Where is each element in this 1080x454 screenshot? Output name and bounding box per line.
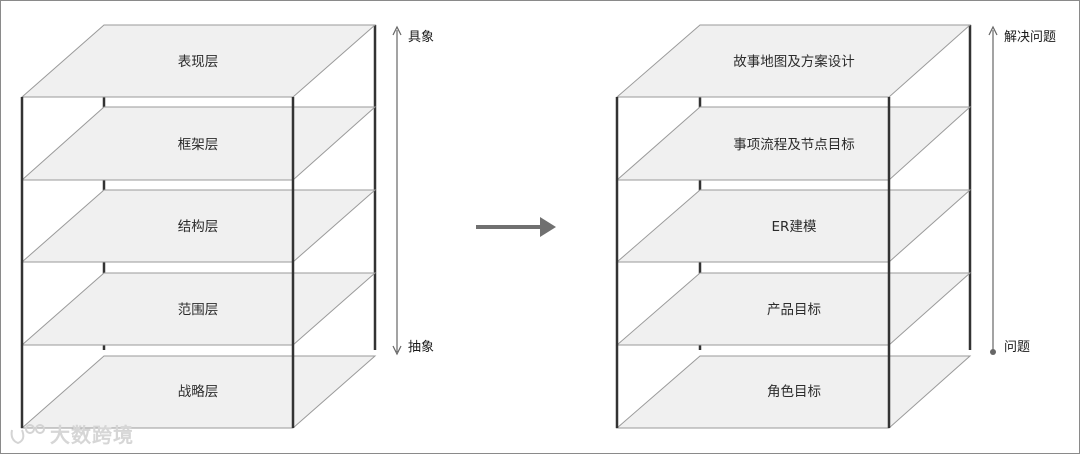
- left-layer-label-2: 框架层: [178, 137, 219, 153]
- left-axis-bottom-label: 抽象: [408, 340, 434, 355]
- left-layer-label-3: 结构层: [178, 219, 219, 235]
- left-layer-label-5: 战略层: [178, 384, 219, 400]
- right-axis-dot: [990, 349, 996, 355]
- watermark-text: 大数跨境: [50, 423, 134, 447]
- right-axis: 解决问题 问题: [988, 25, 1056, 355]
- left-layer-label-4: 范围层: [178, 302, 219, 318]
- watermark-logo-icon: [10, 424, 45, 445]
- transform-arrow-head: [540, 217, 556, 237]
- left-layer-label-1: 表现层: [178, 54, 219, 70]
- left-stack: 表现层 框架层 结构层 范围层 战略层: [20, 24, 377, 429]
- right-axis-bottom-label: 问题: [1004, 340, 1030, 355]
- left-axis-arrow-up: [392, 25, 402, 36]
- right-layer-label-2: 事项流程及节点目标: [733, 137, 855, 153]
- left-axis: 具象 抽象: [392, 25, 434, 356]
- right-axis-arrow-up: [988, 25, 998, 36]
- left-axis-arrow-down: [392, 345, 402, 356]
- transform-arrow: [476, 217, 556, 237]
- right-layer-label-4: 产品目标: [767, 302, 821, 318]
- watermark: 大数跨境: [10, 423, 134, 447]
- right-stack: 故事地图及方案设计 事项流程及节点目标 ER建模 产品目标 角色目标: [615, 24, 972, 429]
- right-layer-label-1: 故事地图及方案设计: [733, 53, 855, 70]
- right-layer-label-5: 角色目标: [767, 383, 821, 400]
- right-axis-top-label: 解决问题: [1004, 30, 1056, 45]
- right-layer-label-3: ER建模: [772, 219, 817, 235]
- left-axis-top-label: 具象: [408, 30, 434, 45]
